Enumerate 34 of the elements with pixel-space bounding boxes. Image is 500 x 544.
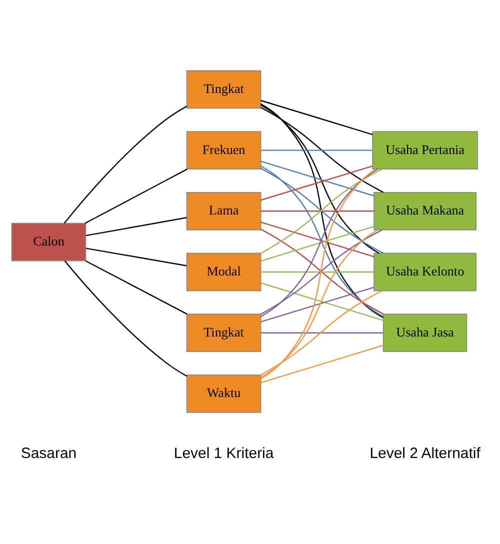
connector: [260, 168, 376, 380]
label: Level 2 Alternatif: [370, 445, 480, 462]
connector: [260, 104, 380, 254]
connector: [84, 168, 188, 224]
node-box: Tingkat: [186, 70, 262, 109]
connector: [260, 344, 384, 384]
connector: [260, 103, 384, 318]
node-box: Frekuen: [186, 131, 262, 170]
node-box: Lama: [186, 192, 262, 230]
connector: [260, 282, 384, 321]
connector: [260, 210, 374, 212]
node-box: Tingkat: [186, 314, 262, 352]
connector: [260, 100, 373, 136]
connector: [260, 106, 384, 193]
connector: [260, 332, 384, 334]
connector: [260, 229, 378, 378]
connector: [86, 217, 187, 236]
connector: [64, 260, 188, 377]
node-box: Waktu: [186, 374, 262, 413]
connector: [86, 248, 187, 266]
connector: [64, 106, 188, 224]
node-box: Usaha Jasa: [382, 314, 468, 352]
node-box: Usaha Kelonto: [374, 252, 477, 292]
node-box: Calon: [11, 222, 86, 262]
node-box: Usaha Makana: [374, 192, 477, 230]
label: Sasaran: [20, 445, 77, 462]
connector: [260, 290, 382, 376]
connector: [260, 271, 374, 273]
connector: [260, 150, 373, 151]
label: Level 1 Kriteria: [174, 445, 274, 462]
connector: [85, 260, 188, 315]
connector: [260, 286, 374, 322]
node-box: Modal: [186, 252, 262, 292]
node-box: Usaha Pertania: [372, 131, 478, 170]
